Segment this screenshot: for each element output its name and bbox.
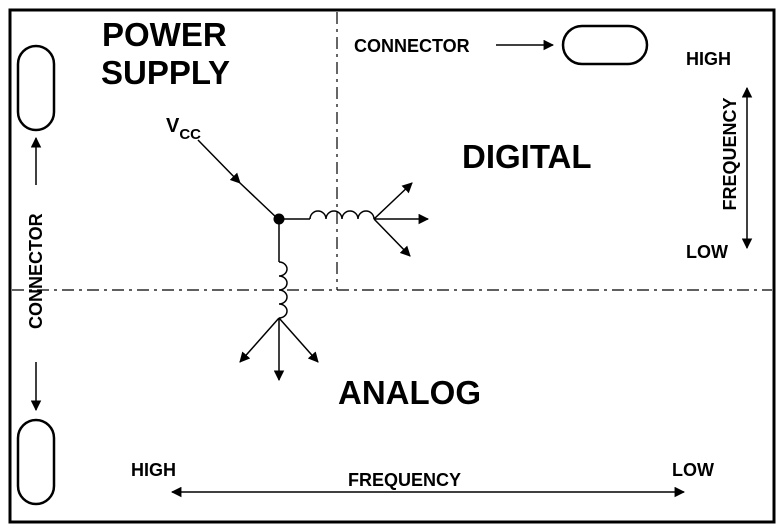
digital-branch-up xyxy=(373,182,413,220)
connector-left-bottom xyxy=(16,418,56,506)
analog-branch-left xyxy=(239,317,280,363)
connector-top-right xyxy=(561,24,649,66)
vcc-label-main: V xyxy=(166,115,180,137)
vcc-label: VCC xyxy=(166,115,201,142)
board-outline xyxy=(8,8,776,524)
digital-title: DIGITAL xyxy=(462,138,592,175)
frequency-bottom-axis-label: FREQUENCY xyxy=(348,470,462,490)
connector-left-top xyxy=(16,44,56,132)
vcc-arrow xyxy=(197,139,241,184)
vcc-wire xyxy=(239,182,279,220)
vcc-label-sub: CC xyxy=(179,126,202,143)
inductor-digital xyxy=(309,210,375,220)
analog-branch-right xyxy=(278,317,319,363)
digital-branch-down xyxy=(373,218,411,257)
frequency-right-axis-label: FREQUENCY xyxy=(720,97,740,211)
connector-label-left: CONNECTOR xyxy=(26,213,46,329)
frequency-bottom-low: LOW xyxy=(672,460,714,480)
inductor-analog xyxy=(278,261,288,319)
frequency-right-low: LOW xyxy=(686,242,728,262)
connector-label-top: CONNECTOR xyxy=(354,36,470,56)
power-supply-title-line2: SUPPLY xyxy=(101,54,231,91)
frequency-bottom-high: HIGH xyxy=(131,460,176,480)
power-supply-title-line1: POWER xyxy=(102,16,227,53)
frequency-right-high: HIGH xyxy=(686,49,731,69)
analog-title: ANALOG xyxy=(338,374,481,411)
